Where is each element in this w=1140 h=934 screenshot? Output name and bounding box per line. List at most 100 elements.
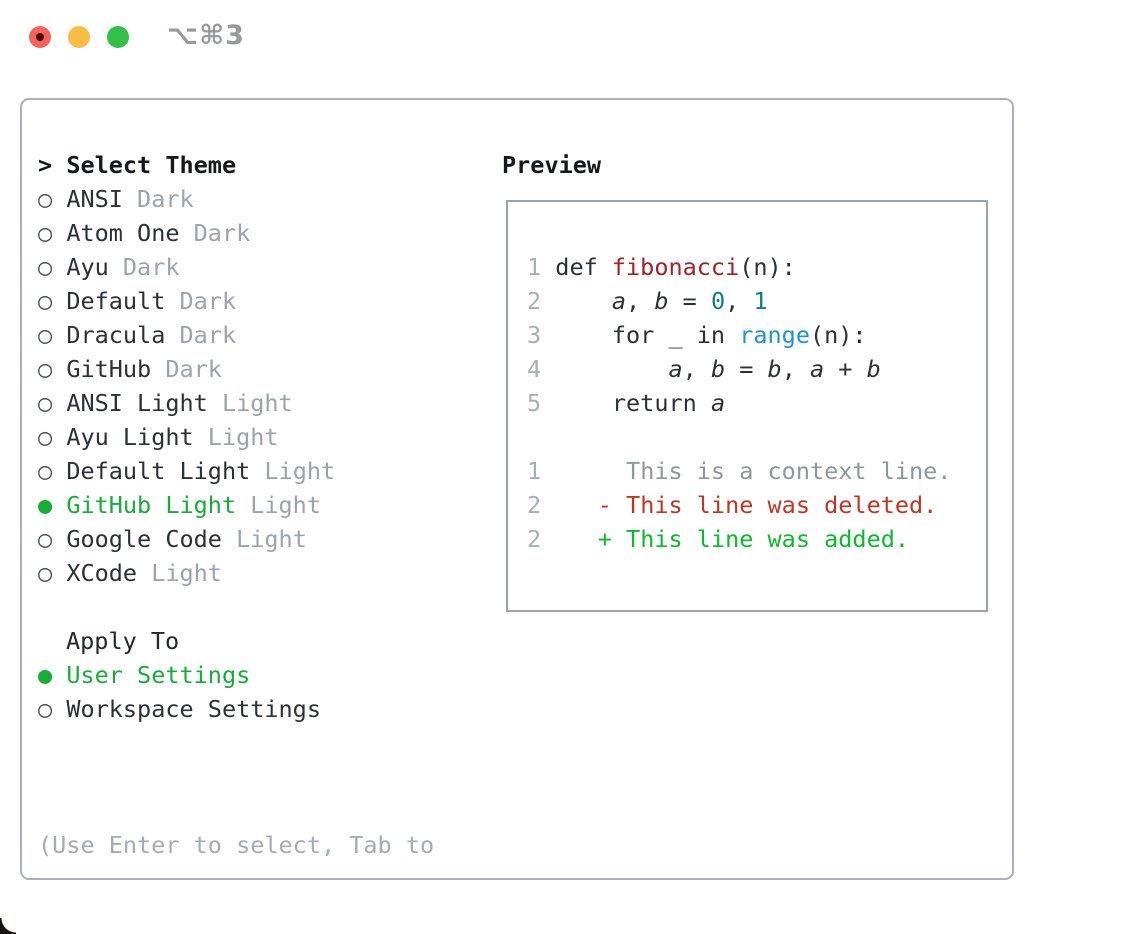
code-token: fibonacci xyxy=(611,253,740,281)
theme-variant-label: Dark xyxy=(108,253,180,281)
theme-variant-label: Light xyxy=(207,389,293,417)
theme-variant-label: Light xyxy=(250,457,336,485)
radio-selected-icon: ● xyxy=(38,491,53,519)
theme-option-label: Dracula xyxy=(66,321,166,349)
code-token: b xyxy=(654,287,669,315)
theme-option-label: Ayu Light xyxy=(66,423,194,451)
close-button[interactable] xyxy=(29,26,51,48)
theme-option-xcode[interactable]: ○ XCode Light xyxy=(38,556,335,590)
theme-option-github-light[interactable]: ● GitHub Light Light xyxy=(38,488,335,522)
theme-option-label: ANSI Light xyxy=(66,389,208,417)
radio-unselected-icon: ○ xyxy=(38,321,53,349)
apply-option-label: Workspace Settings xyxy=(66,695,321,723)
code-line: 2 + This line was added. xyxy=(527,522,951,556)
radio-unselected-icon: ○ xyxy=(38,423,53,451)
theme-option-github[interactable]: ○ GitHub Dark xyxy=(38,352,335,386)
theme-option-default-light[interactable]: ○ Default Light Light xyxy=(38,454,335,488)
code-token: a xyxy=(611,287,627,315)
window-title: ⌥⌘3 xyxy=(167,20,245,51)
theme-variant-label: Light xyxy=(236,491,321,519)
code-token: , xyxy=(682,355,711,383)
code-line: 3 for _ in range(n): xyxy=(527,318,951,352)
code-token: , xyxy=(781,355,810,383)
theme-option-label: GitHub xyxy=(66,355,152,383)
code-line: 4 a, b = b, a + b xyxy=(527,352,951,386)
theme-list-title: Select Theme xyxy=(66,151,237,179)
code-token: 2 xyxy=(527,491,542,519)
code-line: 2 - This line was deleted. xyxy=(527,488,951,522)
zoom-button[interactable] xyxy=(107,26,129,48)
code-token: 1 xyxy=(753,287,768,315)
theme-variant-label: Dark xyxy=(165,321,237,349)
code-token: b xyxy=(710,355,726,383)
code-token: 5 xyxy=(527,389,556,417)
keyboard-hint: (Use Enter to select, Tab to change focu… xyxy=(38,760,434,934)
theme-variant-label: Dark xyxy=(151,355,222,383)
code-token: = xyxy=(725,355,768,383)
theme-option-label: Atom One xyxy=(66,219,180,247)
code-token xyxy=(541,491,598,519)
theme-option-ayu[interactable]: ○ Ayu Dark xyxy=(38,250,335,284)
theme-variant-label: Dark xyxy=(165,287,237,315)
cursor-prefix: > xyxy=(38,151,53,179)
radio-unselected-icon: ○ xyxy=(38,185,53,213)
minimize-button[interactable] xyxy=(68,26,90,48)
radio-unselected-icon: ○ xyxy=(38,695,53,723)
keyboard-hint-line2: change focus) xyxy=(38,930,434,934)
code-token xyxy=(555,355,668,383)
radio-unselected-icon: ○ xyxy=(38,253,53,281)
theme-option-label: Google Code xyxy=(66,525,222,553)
theme-option-label: ANSI xyxy=(66,185,123,213)
code-token: 1 xyxy=(527,253,556,281)
code-token: b xyxy=(767,355,782,383)
code-token: + xyxy=(824,355,867,383)
apply-option-workspace-settings[interactable]: ○ Workspace Settings xyxy=(38,692,321,726)
main-panel: > Select Theme ○ ANSI Dark○ Atom One Dar… xyxy=(20,98,1014,934)
code-token: , xyxy=(626,287,655,315)
theme-variant-label: Light xyxy=(221,525,307,553)
code-line: 2 a, b = 0, 1 xyxy=(527,284,951,318)
theme-option-label: XCode xyxy=(66,559,138,587)
theme-variant-label: Dark xyxy=(122,185,194,213)
theme-option-ayu-light[interactable]: ○ Ayu Light Light xyxy=(38,420,335,454)
code-token xyxy=(555,287,612,315)
apply-option-label: User Settings xyxy=(66,661,251,689)
code-token: 2 xyxy=(527,287,556,315)
code-token: - This line was deleted. xyxy=(597,491,938,519)
code-line: 5 return a xyxy=(527,386,951,420)
theme-option-atom-one[interactable]: ○ Atom One Dark xyxy=(38,216,335,250)
theme-list: > Select Theme ○ ANSI Dark○ Atom One Dar… xyxy=(38,148,335,590)
code-token: return xyxy=(555,389,711,417)
code-token xyxy=(541,525,598,553)
code-token: def xyxy=(555,253,612,281)
theme-option-google-code[interactable]: ○ Google Code Light xyxy=(38,522,335,556)
titlebar: ⌥⌘3 xyxy=(0,0,1140,76)
code-token: (n): xyxy=(739,253,796,281)
keyboard-hint-line1: (Use Enter to select, Tab to xyxy=(38,831,435,859)
radio-unselected-icon: ○ xyxy=(38,559,53,587)
code-token: 2 xyxy=(527,525,542,553)
code-token: a xyxy=(810,355,825,383)
theme-option-ansi[interactable]: ○ ANSI Dark xyxy=(38,182,335,216)
code-token: range xyxy=(739,321,810,349)
theme-option-dracula[interactable]: ○ Dracula Dark xyxy=(38,318,335,352)
code-token: 0 xyxy=(710,287,726,315)
theme-option-default[interactable]: ○ Default Dark xyxy=(38,284,335,318)
code-token: = xyxy=(668,287,711,315)
code-line: 1 def fibonacci(n): xyxy=(527,250,951,284)
code-token: , xyxy=(725,287,754,315)
theme-variant-label: Light xyxy=(193,423,279,451)
code-token xyxy=(541,457,626,485)
theme-option-ansi-light[interactable]: ○ ANSI Light Light xyxy=(38,386,335,420)
apply-option-user-settings[interactable]: ● User Settings xyxy=(38,658,321,692)
code-token: This is a context line. xyxy=(626,457,952,485)
radio-selected-icon: ● xyxy=(38,661,53,689)
theme-option-label: GitHub Light xyxy=(66,491,237,519)
code-token: for _ in xyxy=(555,321,740,349)
code-token: b xyxy=(866,355,881,383)
code-token: a xyxy=(668,355,683,383)
code-token: (n): xyxy=(809,321,867,349)
